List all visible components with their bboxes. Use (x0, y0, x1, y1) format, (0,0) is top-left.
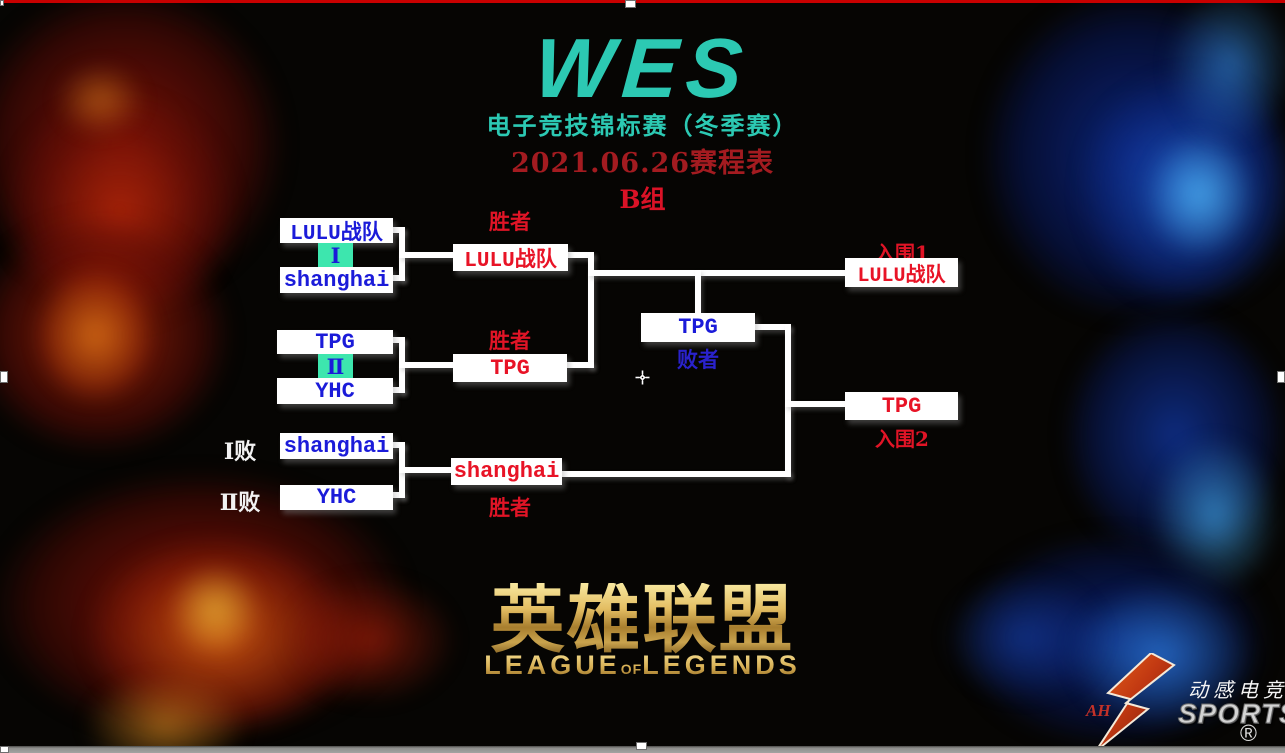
losers-winner-label: 胜者 (489, 495, 531, 520)
brand-chinese-text: 动感电竞 (1188, 680, 1285, 702)
lightning-bolt-icon (1096, 653, 1176, 751)
resize-handle-bottom-left[interactable] (0, 746, 9, 753)
lol-logo-of: OF (620, 661, 643, 677)
resize-handle-top[interactable] (625, 0, 636, 8)
match-2-number-box: Ⅱ (318, 354, 353, 379)
lol-logo-chinese: 英雄联盟 (0, 583, 1285, 657)
brand-ah-text: AH (1086, 701, 1111, 720)
finalist-1-box: LULU战队 (845, 258, 958, 288)
brand-sports-text: SPORTS (1178, 698, 1285, 730)
registered-mark: ® (1240, 720, 1257, 746)
resize-handle-bottom[interactable] (636, 742, 647, 750)
schedule-title: 2021.06.26赛程表 (510, 148, 775, 179)
losers-team-box-shanghai: shanghai (280, 433, 393, 459)
resize-handle-left[interactable] (0, 371, 8, 383)
wes-logo: WES (531, 21, 754, 115)
match-2-winner-label: 胜者 (489, 328, 531, 353)
final-loser-box: TPG (641, 313, 755, 342)
resize-handle-top-left[interactable] (0, 0, 4, 6)
move-cursor[interactable] (635, 370, 650, 385)
group-label: B组 (619, 185, 666, 214)
lol-logo-english: LEAGUEOFLEGENDS (0, 652, 1285, 679)
selection-top-border (0, 0, 1285, 3)
match-2-winner-box: TPG (453, 354, 567, 382)
team-box-tpg: TPG (277, 330, 393, 355)
match-1-winner-box: LULU战队 (453, 244, 568, 273)
match-1-number-box: Ⅰ (318, 243, 353, 268)
team-box-lulu: LULU战队 (280, 218, 393, 246)
final-loser-label: 败者 (677, 347, 719, 372)
losers-winner-box: shanghai (451, 458, 562, 485)
finalist-2-box: TPG (845, 392, 958, 420)
losers-team-box-yhc: YHC (280, 485, 393, 510)
finalist-2-label: 入围2 (875, 427, 929, 451)
team-box-yhc: YHC (277, 378, 393, 404)
match-1-winner-label: 胜者 (489, 209, 531, 234)
lol-logo-league: LEAGUE (484, 650, 621, 680)
loser-slot-2-label: Ⅱ败 (219, 490, 261, 516)
resize-handle-right[interactable] (1277, 371, 1285, 383)
loser-slot-1-label: Ⅰ败 (223, 439, 257, 465)
lol-logo-legends: LEGENDS (642, 650, 801, 680)
event-subtitle: 电子竞技锦标赛（冬季赛） (486, 113, 799, 140)
team-box-shanghai: shanghai (280, 267, 393, 293)
